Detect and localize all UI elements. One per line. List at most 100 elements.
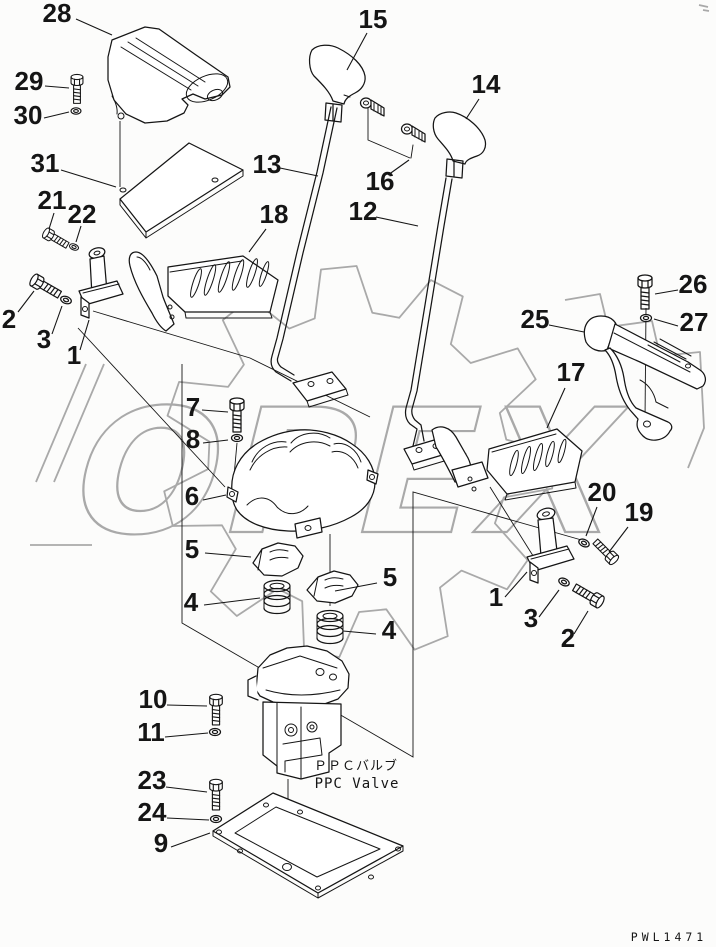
callout-20: 20 [588, 477, 617, 507]
leader-line-18 [248, 228, 267, 253]
callout-3: 3 [524, 603, 538, 633]
set-screws-part16 [359, 97, 426, 159]
callout-29: 29 [15, 66, 44, 96]
lever-knob-part15 [308, 44, 366, 105]
leader-line-7 [201, 409, 229, 413]
hinge-bracket-part1-right [526, 507, 575, 584]
leader-line-6 [202, 494, 227, 501]
floor-plate-part31 [119, 142, 244, 239]
callout-4: 4 [382, 615, 397, 645]
leader-line-12 [375, 216, 419, 227]
callout-21: 21 [38, 185, 67, 215]
callout-22: 22 [68, 199, 97, 229]
zigzag-watermark [564, 293, 705, 469]
pedal-part17 [431, 426, 583, 501]
washer-part8 [230, 433, 244, 443]
leader-line-16 [387, 159, 410, 176]
stopper-bracket-part25 [583, 315, 707, 441]
bellows-part4-left [263, 579, 291, 615]
bellows-part4-right [316, 609, 344, 645]
bolt-part10 [209, 693, 223, 726]
leader-line-25 [548, 324, 585, 333]
leader-line-27 [653, 318, 679, 327]
callout-11: 11 [137, 717, 165, 747]
callout-1: 1 [67, 340, 81, 370]
bolt-part23 [209, 778, 223, 811]
leader-line-11 [164, 732, 209, 738]
leader-line-15 [346, 32, 368, 71]
bolt-part29 [70, 73, 84, 104]
leader-line-14 [465, 98, 480, 120]
leader-line-17 [546, 387, 566, 429]
callout-6: 6 [185, 481, 199, 511]
callout-10: 10 [139, 684, 168, 714]
gasket-part9 [212, 792, 404, 899]
leader-line-1 [79, 319, 90, 351]
callout-14: 14 [472, 69, 501, 99]
bolt-part21 [40, 226, 71, 251]
callout-7: 7 [186, 392, 200, 422]
boot-part5-left [252, 542, 304, 577]
callout-31: 31 [31, 148, 60, 178]
callout-3: 3 [37, 324, 51, 354]
gear-outline-watermark [163, 265, 555, 658]
leader-line-5 [204, 552, 252, 558]
callout-2: 2 [2, 304, 16, 334]
valve-label-japanese: ＰＰＣバルブ [314, 758, 398, 774]
leader-line-19 [608, 526, 629, 553]
leader-line-30 [43, 111, 70, 119]
callout-12: 12 [349, 196, 378, 226]
leader-line-23 [165, 786, 208, 793]
pedal-part18 [128, 251, 279, 332]
boot-part5-right [306, 570, 359, 604]
leader-line-2 [573, 610, 589, 635]
callout-5: 5 [185, 534, 199, 564]
callout-13: 13 [253, 149, 282, 179]
leader-line-3 [51, 305, 63, 335]
leader-line-31 [60, 169, 117, 188]
corner-scribble [698, 4, 710, 12]
callout-18: 18 [260, 199, 289, 229]
callout-17: 17 [557, 357, 586, 387]
leader-line-13 [279, 167, 319, 177]
leader-line-4 [342, 630, 377, 635]
stopper-bracket-part28 [107, 26, 231, 124]
callout-1: 1 [489, 582, 503, 612]
bolt-part2-right [570, 580, 607, 610]
slash-marks-watermark [30, 363, 105, 546]
washer-part3-right [556, 575, 572, 589]
leader-line-29 [44, 85, 70, 89]
callout-27: 27 [680, 307, 709, 337]
callout-4: 4 [184, 587, 199, 617]
callout-16: 16 [366, 166, 395, 196]
leader-line-24 [166, 817, 210, 821]
valve-label-english: PPC Valve [315, 776, 400, 792]
lever-rod-part13 [270, 102, 349, 408]
drawing-number: PWL1471 [631, 930, 707, 944]
callout-5: 5 [383, 562, 397, 592]
callout-19: 19 [625, 497, 654, 527]
callout-26: 26 [679, 269, 708, 299]
leader-line-26 [654, 289, 679, 295]
washer-part3-left [59, 294, 73, 306]
callout-24: 24 [138, 797, 167, 827]
washer-part24 [209, 814, 223, 824]
washer-part11 [208, 727, 222, 737]
callout-25: 25 [521, 304, 550, 334]
leader-line-10 [166, 704, 208, 707]
ppc-valve-body [247, 645, 350, 780]
leader-line-4 [203, 597, 261, 606]
washer-part22 [68, 242, 80, 252]
leader-line-8 [202, 439, 229, 444]
lever-knob-part14 [432, 111, 487, 165]
callout-2: 2 [561, 623, 575, 653]
leader-line-9 [170, 832, 211, 848]
leader-line-3 [538, 589, 560, 618]
callout-23: 23 [138, 765, 167, 795]
leader-line-21 [48, 212, 55, 230]
callout-28: 28 [43, 0, 72, 28]
bolt-part26 [637, 274, 653, 310]
